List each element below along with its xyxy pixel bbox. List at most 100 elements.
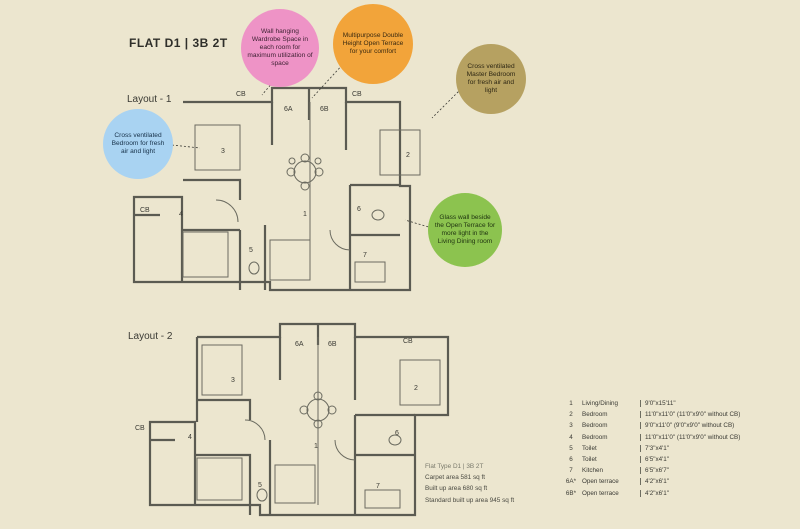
layout-1-toilet-bowl-6 [371,209,385,221]
layout-1-wall-kitchen [348,183,400,290]
legend-number: 6 [569,456,573,464]
layout-2-outer-wall [148,322,450,517]
layout-2-room-label: 6B [328,341,337,348]
legend-size: 4'2"x6'1" [640,489,669,497]
layout-1-toilet-bowl-5 [248,261,260,275]
layout-1-room-label: CB [352,91,362,98]
layout-1-wall-3 [183,178,242,200]
standard-area-text: Standard built up area 945 sq ft [425,496,515,504]
flat-title: FLAT D1 | 3B 2T [129,36,228,50]
layout-1-bed-4 [182,231,229,278]
legend-size: 7'3"x4'1" [640,444,669,452]
bedroom-callout: Cross ventilated Bedroom for fresh air a… [103,109,173,179]
layout-2-wall-3 [195,337,252,422]
legend-size: 11'0"x11'0" (11'0"x9'0" without CB) [640,433,740,441]
layout-1-room-label: 5 [249,247,253,254]
terrace-callout-text: Multipurpose Double Height Open Terrace … [342,32,404,55]
legend-row: 7 Kitchen 6'5"x6'7" [560,465,740,476]
legend-room: Kitchen [582,467,604,475]
layout-2-wall-kitchen [353,413,415,515]
layout-2-toilet-bowl-6 [388,434,402,446]
layout-1-sofa [269,239,311,281]
layout-1-room-label: 6 [357,206,361,213]
layout-2-wall-toilet [195,440,272,515]
master-bedroom-callout: Cross ventilated Master Bedroom for fres… [456,44,526,114]
terrace-callout: Multipurpose Double Height Open Terrace … [333,4,413,84]
legend-size: 11'0"x11'0" (11'0"x9'0" without CB) [640,411,740,419]
layout-2-toilet-bowl-5 [256,488,268,502]
legend-room: Living/Dining [582,400,619,408]
legend-size: 6'5"x4'1" [640,456,669,464]
layout-1-room-label: 6A [284,106,293,113]
layout-1-kitchen-counter [354,261,386,283]
glass-leader [404,219,433,229]
layout-1-room-label: CB [140,207,150,214]
layout-2-room-label: 1 [314,443,318,450]
layout-1-door-swing [215,102,351,270]
bedroom-leader [171,144,201,149]
layout-2-wall-terrace [278,337,357,400]
legend-number: 6B* [565,489,577,497]
legend-number: 2 [569,411,573,419]
layout-1-room-label: 2 [406,152,410,159]
legend-room: Bedroom [582,411,608,419]
layout-1-label: Layout - 1 [127,94,172,105]
legend-size: 9'0"x15'11" [640,400,676,408]
layout-2-room-label: 6A [295,341,304,348]
legend-number: 5 [569,444,573,452]
legend-room: Open terrace [582,489,619,497]
layout-2-door-swing [244,337,356,505]
legend-row: 5 Toilet 7'3"x4'1" [560,443,740,454]
legend-row: 6B* Open terrace 4'2"x6'1" [560,488,740,499]
layout-2-room-label: 7 [376,483,380,490]
legend-room: Bedroom [582,422,608,430]
layout-1-room-label: 6B [320,106,329,113]
carpet-area-text: Carpet area 581 sq ft [425,474,486,482]
layout-2-room-label: 3 [231,377,235,384]
layout-2-sofa [274,464,316,504]
legend-size: 9'0"x11'0" (9'0"x9'0" without CB) [640,422,734,430]
master-bedroom-callout-text: Cross ventilated Master Bedroom for fres… [466,63,516,94]
layout-2-room-label: 6 [395,430,399,437]
legend-size: 6'5"x6'7" [640,467,669,475]
glass-wall-callout-text: Glass wall beside the Open Terrace for m… [434,214,496,245]
layout-2-bed-3 [201,344,243,396]
legend-row: 2 Bedroom 11'0"x11'0" (11'0"x9'0" without … [560,409,740,420]
layout-2-bed-2 [399,359,441,406]
layout-1-room-label: 7 [363,252,367,259]
layout-2-room-label: 5 [258,482,262,489]
legend-number: 4 [569,433,573,441]
layout-1-room-label: 1 [303,211,307,218]
layout-1-room-label: 3 [221,148,225,155]
legend-size: 4'2"x6'1" [640,478,669,486]
layout-1-room-label: CB [236,91,246,98]
wardrobe-callout: Wall hanging Wardrobe Space in each room… [241,9,319,87]
layout-1-room-label: 4 [179,211,183,218]
layout-2-label: Layout - 2 [128,331,173,342]
builtup-area-text: Built up area 680 sq ft [425,485,488,493]
terrace-leader [311,61,346,99]
layout-1-bed-3 [194,124,241,171]
flat-type-text: Flat Type D1 | 3B 2T [425,463,484,470]
legend-number: 7 [569,467,573,475]
layout-2-room-label: CB [135,425,145,432]
bedroom-callout-text: Cross ventilated Bedroom for fresh air a… [111,132,165,155]
legend-room: Toilet [582,444,597,452]
layout-1-wall-toilet [182,225,267,290]
legend-room: Open terrace [582,478,619,486]
wardrobe-callout-text: Wall hanging Wardrobe Space in each room… [247,28,313,67]
master-leader [431,85,465,119]
layout-2-bed-4 [196,457,243,501]
layout-2-room-label: CB [403,338,413,345]
layout-1-bed-2 [379,129,421,176]
flat-spec: Flat Type D1 | 3B 2T Carpet area 581 sq … [425,461,514,506]
layout-2-room-label: 4 [188,434,192,441]
layout-2-room-label: 2 [414,385,418,392]
